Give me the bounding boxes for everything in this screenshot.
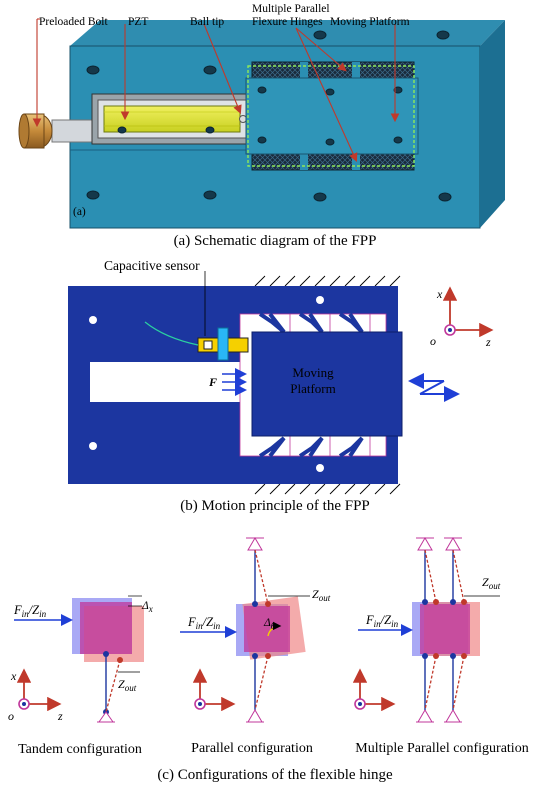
axes-b: x z o xyxy=(430,286,494,349)
svg-text:Δx: Δx xyxy=(141,600,153,614)
panel-a: Preloaded Bolt PZT Ball tip Multiple Par… xyxy=(18,3,505,249)
ground-hatch-top xyxy=(254,275,401,287)
multiple-parallel-config: Fin/Zin Zout Multiple Parallel configura… xyxy=(355,537,529,756)
svg-text:o: o xyxy=(8,709,14,723)
tandem-config: Fin/Zin Δx Zout Tandem configuration xyxy=(13,595,153,757)
force-arrows xyxy=(222,368,247,396)
caption-tandem: Tandem configuration xyxy=(18,742,142,757)
svg-text:o: o xyxy=(430,334,436,348)
svg-text:Δθ: Δθ xyxy=(263,617,276,631)
input-slot xyxy=(90,362,248,402)
svg-text:z: z xyxy=(485,335,491,349)
panel-b: Moving Platform Capacitive sensor F xyxy=(68,258,494,514)
mount-holes xyxy=(86,30,452,202)
caption-a: (a) Schematic diagram of the FPP xyxy=(174,233,377,249)
ball-tip xyxy=(239,115,247,123)
ground-hatch-bottom xyxy=(254,483,401,495)
capacitive-sensor-probe xyxy=(217,327,229,361)
label-hinges-2: Flexure Hinges xyxy=(252,16,323,28)
base-block-side xyxy=(480,20,505,228)
panel-c: Fin/Zin Δx Zout Tandem configuration x z… xyxy=(8,537,529,783)
moving-platform-b xyxy=(251,331,403,437)
svg-text:Zout: Zout xyxy=(312,587,331,603)
hinge-region-top xyxy=(251,61,415,81)
callout-lines xyxy=(32,18,400,163)
frame-holes xyxy=(89,296,324,472)
hinges-b xyxy=(258,312,364,458)
parallel-config: Fin/Zin Δθ Zout Parallel configuration xyxy=(180,537,331,756)
label-pzt: PZT xyxy=(128,16,148,28)
svg-text:z: z xyxy=(57,709,63,723)
axes-c2 xyxy=(192,668,236,712)
label-moving-platform: Moving Platform xyxy=(330,16,410,28)
svg-text:Fin/Zin: Fin/Zin xyxy=(13,603,47,619)
platform-label-1: Moving xyxy=(292,365,334,380)
caption-b: (b) Motion principle of the FPP xyxy=(180,498,370,514)
platform-label-2: Platform xyxy=(290,381,336,396)
svg-text:x: x xyxy=(10,669,17,683)
motion-arrows xyxy=(408,373,460,402)
svg-text:Zout: Zout xyxy=(118,677,137,693)
caption-c: (c) Configurations of the flexible hinge xyxy=(157,767,393,783)
label-preloaded-bolt: Preloaded Bolt xyxy=(39,16,108,28)
axes-c3 xyxy=(352,668,396,712)
panel-a-tag: (a) xyxy=(73,206,86,218)
svg-text:Fin/Zin: Fin/Zin xyxy=(187,615,221,631)
label-ball-tip: Ball tip xyxy=(190,16,224,28)
caption-multiple: Multiple Parallel configuration xyxy=(355,741,528,756)
preloaded-bolt-shaft xyxy=(51,119,97,143)
label-force: F xyxy=(208,375,217,389)
label-capacitive-sensor: Capacitive sensor xyxy=(104,258,200,273)
base-block-top xyxy=(70,20,505,46)
axes-c: x z o xyxy=(8,668,63,723)
label-hinges-1: Multiple Parallel xyxy=(252,3,330,15)
caption-parallel: Parallel configuration xyxy=(191,741,313,756)
hinge-region-bottom xyxy=(251,151,415,171)
svg-text:Zout: Zout xyxy=(482,575,501,591)
sensor-cable xyxy=(144,321,199,346)
platform-outline xyxy=(247,65,415,167)
svg-text:x: x xyxy=(436,287,443,301)
svg-text:Fin/Zin: Fin/Zin xyxy=(365,613,399,629)
